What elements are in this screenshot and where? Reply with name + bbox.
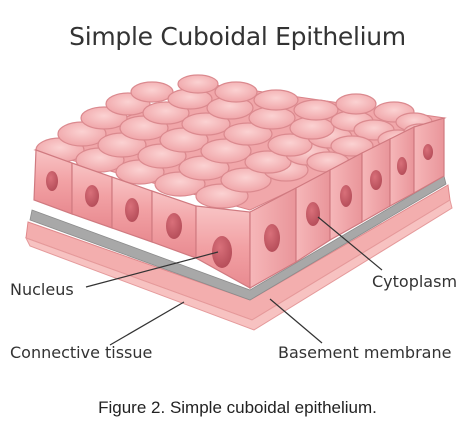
label-cytoplasm: Cytoplasm <box>372 272 458 291</box>
figure-caption-text: Simple cuboidal epithelium. <box>169 398 377 417</box>
connective-tissue-leader <box>109 301 185 346</box>
diagram-title: Simple Cuboidal Epithelium <box>69 22 406 51</box>
leader-lines <box>85 216 383 346</box>
figure-caption: Figure 2. Simple cuboidal epithelium. <box>0 398 475 418</box>
label-connective-tissue: Connective tissue <box>10 343 153 362</box>
basement-membrane-leader <box>269 298 323 344</box>
label-nucleus: Nucleus <box>10 280 74 299</box>
figure-number: Figure 2. <box>98 398 166 417</box>
nuclei-front <box>46 171 232 268</box>
basement-membrane-layer <box>29 175 447 301</box>
cytoplasm-leader <box>317 216 383 271</box>
nucleus-leader <box>85 251 219 288</box>
label-basement-membrane: Basement membrane <box>278 343 452 362</box>
nuclei-side <box>264 144 433 252</box>
